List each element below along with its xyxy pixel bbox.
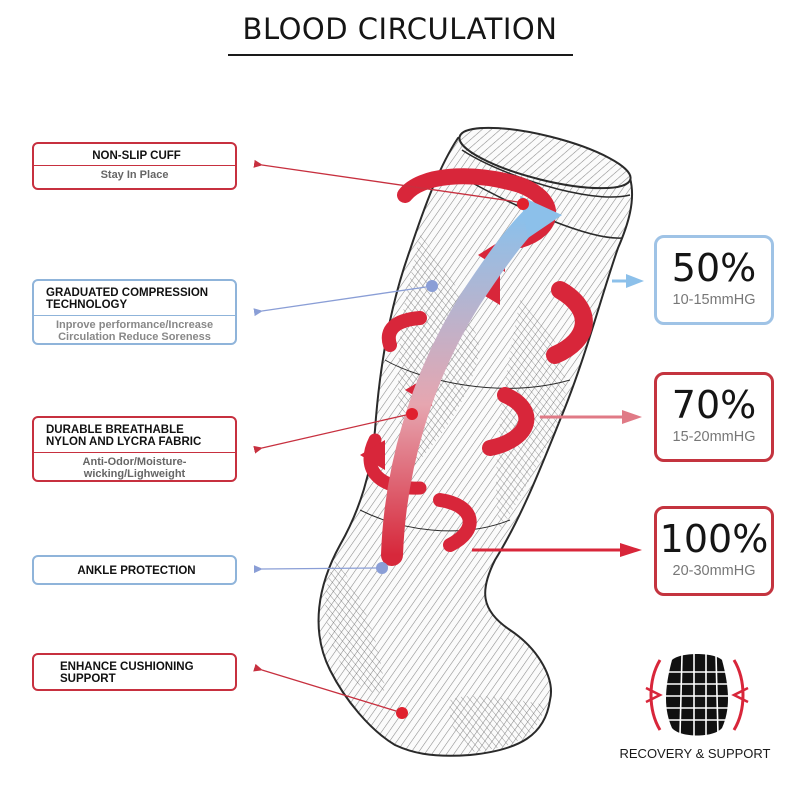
pressure-arrow-100 <box>472 543 642 557</box>
compression-dot <box>426 280 438 292</box>
compression-sock-illustration <box>317 126 634 757</box>
heel-dot <box>396 707 408 719</box>
compression-level-100: 100% 20-30mmHG <box>654 506 774 596</box>
pressure-arrow-70 <box>540 410 642 424</box>
feature-non-slip-cuff: NON-SLIP CUFF Stay In Place <box>32 142 237 190</box>
feature-cushioning-support: ENHANCE CUSHIONING SUPPORT <box>32 653 237 691</box>
cuff-dot <box>517 198 529 210</box>
compression-pressure: 10-15mmHG <box>672 292 756 308</box>
page-title: BLOOD CIRCULATION <box>242 12 558 46</box>
feature-subtitle: Anti-Odor/Moisture-wicking/Lighweight <box>34 452 235 480</box>
feature-ankle-protection: ANKLE PROTECTION <box>32 555 237 585</box>
compression-pressure: 15-20mmHG <box>672 429 756 445</box>
feature-title: DURABLE BREATHABLE NYLON AND LYCRA FABRI… <box>46 424 202 448</box>
compression-level-50: 50% 10-15mmHG <box>654 235 774 325</box>
recovery-support-label: RECOVERY & SUPPORT <box>619 746 771 761</box>
compression-percent: 50% <box>671 246 757 290</box>
feature-title: ENHANCE CUSHIONING SUPPORT <box>60 661 194 685</box>
feature-subtitle: Stay In Place <box>34 165 235 185</box>
feature-subtitle: Inprove performance/Increase Circulation… <box>34 315 235 343</box>
compression-mesh-icon <box>645 654 749 736</box>
feature-breathable-fabric: DURABLE BREATHABLE NYLON AND LYCRA FABRI… <box>32 416 237 482</box>
feature-title: GRADUATED COMPRESSION TECHNOLOGY <box>46 287 209 311</box>
compression-pressure: 20-30mmHG <box>672 563 756 579</box>
cuff-leader-line <box>253 159 519 203</box>
compression-percent: 70% <box>671 383 757 427</box>
feature-title: ANKLE PROTECTION <box>77 565 196 577</box>
ankle-dot <box>376 562 388 574</box>
compression-percent: 100% <box>659 517 769 561</box>
pressure-arrow-50 <box>612 274 644 288</box>
fabric-dot <box>406 408 418 420</box>
blood-flow-arrow-icon <box>381 196 562 566</box>
ankle-leader-line <box>253 565 377 574</box>
compression-leader-line <box>253 286 427 317</box>
fabric-leader-line <box>253 414 407 454</box>
feature-graduated-compression: GRADUATED COMPRESSION TECHNOLOGY Inprove… <box>32 279 237 345</box>
heel-leader-line <box>253 663 397 712</box>
title-underline <box>228 54 573 56</box>
feature-title: NON-SLIP CUFF <box>92 150 181 162</box>
compression-level-70: 70% 15-20mmHG <box>654 372 774 462</box>
